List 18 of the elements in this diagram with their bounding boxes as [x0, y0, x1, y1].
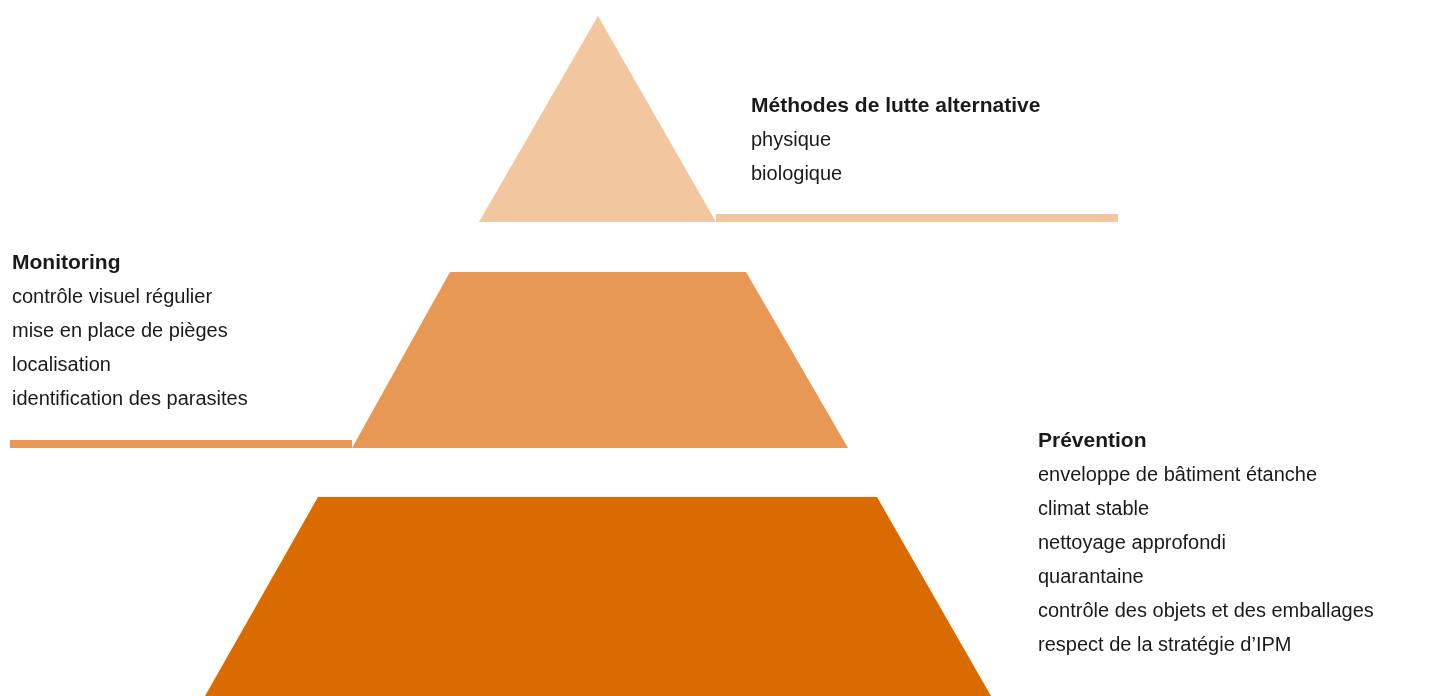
tier-heading: Monitoring [12, 249, 121, 275]
pyramid-tier [479, 16, 716, 222]
tier-heading: Prévention [1038, 427, 1147, 453]
pyramid-tier [352, 272, 848, 448]
tier-item: mise en place de pièges [12, 318, 228, 343]
tier-item: identification des parasites [12, 386, 248, 411]
tier-item: quarantaine [1038, 564, 1144, 589]
tier-heading: Méthodes de lutte alternative [751, 92, 1041, 118]
tier-item: biologique [751, 161, 843, 186]
pyramid-tier [205, 497, 991, 696]
tier-item: nettoyage approfondi [1038, 530, 1226, 555]
tier-item: respect de la stratégie d’IPM [1038, 632, 1292, 657]
tier-item: climat stable [1038, 496, 1150, 521]
tier-item: contrôle visuel régulier [12, 284, 213, 309]
tier-item: enveloppe de bâtiment étanche [1038, 462, 1318, 487]
tier-item: localisation [12, 352, 111, 377]
tier-item: physique [751, 127, 832, 152]
tier-item: contrôle des objets et des emballages [1038, 598, 1374, 623]
